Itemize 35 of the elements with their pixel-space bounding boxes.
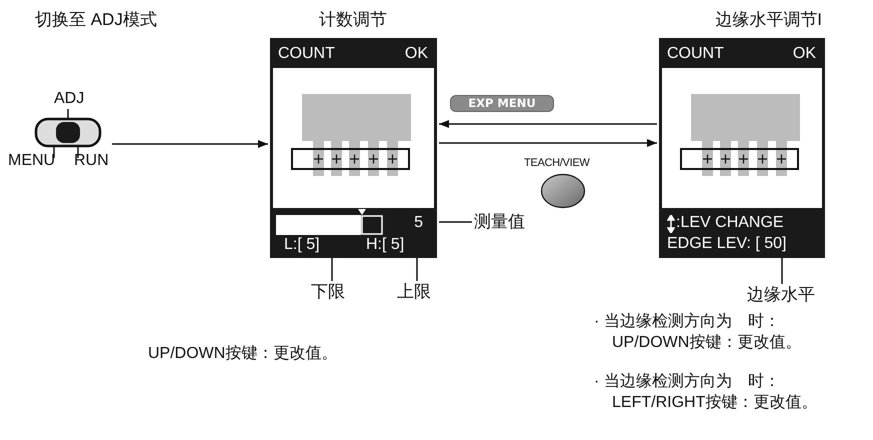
heading: 边缘水平调节I [715,10,822,30]
arrow [112,140,268,148]
screen-text: L:[ 5] [284,236,320,254]
switch-position-label: RUN [74,152,109,170]
heading: 切换至 ADJ模式 [35,10,157,30]
screen-text: OK [792,45,816,63]
button-label: TEACH/VIEW [524,157,590,170]
screen-text: :LEV CHANGE [676,214,784,232]
switch-position-label: ADJ [54,90,84,108]
arrow [439,139,657,147]
callout-label: 上限 [397,281,431,304]
leader-line [439,221,472,223]
note-text: · 当边缘检测方向为 时： [594,372,780,392]
note-text: · 当边缘检测方向为 时： [594,312,780,332]
leader-line [416,258,418,281]
lcd-screen [659,38,825,258]
note-text: UP/DOWN按键：更改值。 [612,333,802,352]
note-text: UP/DOWN按键：更改值。 [148,344,338,364]
heading: 计数调节 [319,10,387,30]
screen-text: OK [404,45,428,63]
screen-text: 5 [414,214,423,232]
callout-label: 测量值 [474,211,525,234]
callout-label: 边缘水平 [747,284,815,306]
callout-label: 下限 [311,281,345,304]
leader-line [331,258,333,281]
screen-text: EDGE LEV: [ 50] [667,235,786,253]
screen-text: H:[ 5] [366,236,404,254]
arrow [439,120,657,128]
screen-text: COUNT [667,45,724,63]
lcd-screen [270,38,437,258]
leader-line [781,258,783,284]
note-text: LEFT/RIGHT按键：更改值。 [612,393,818,412]
exp-menu-badge: EXP MENU [450,95,554,112]
screen-text: COUNT [278,45,335,63]
switch-position-label: MENU [8,152,56,170]
